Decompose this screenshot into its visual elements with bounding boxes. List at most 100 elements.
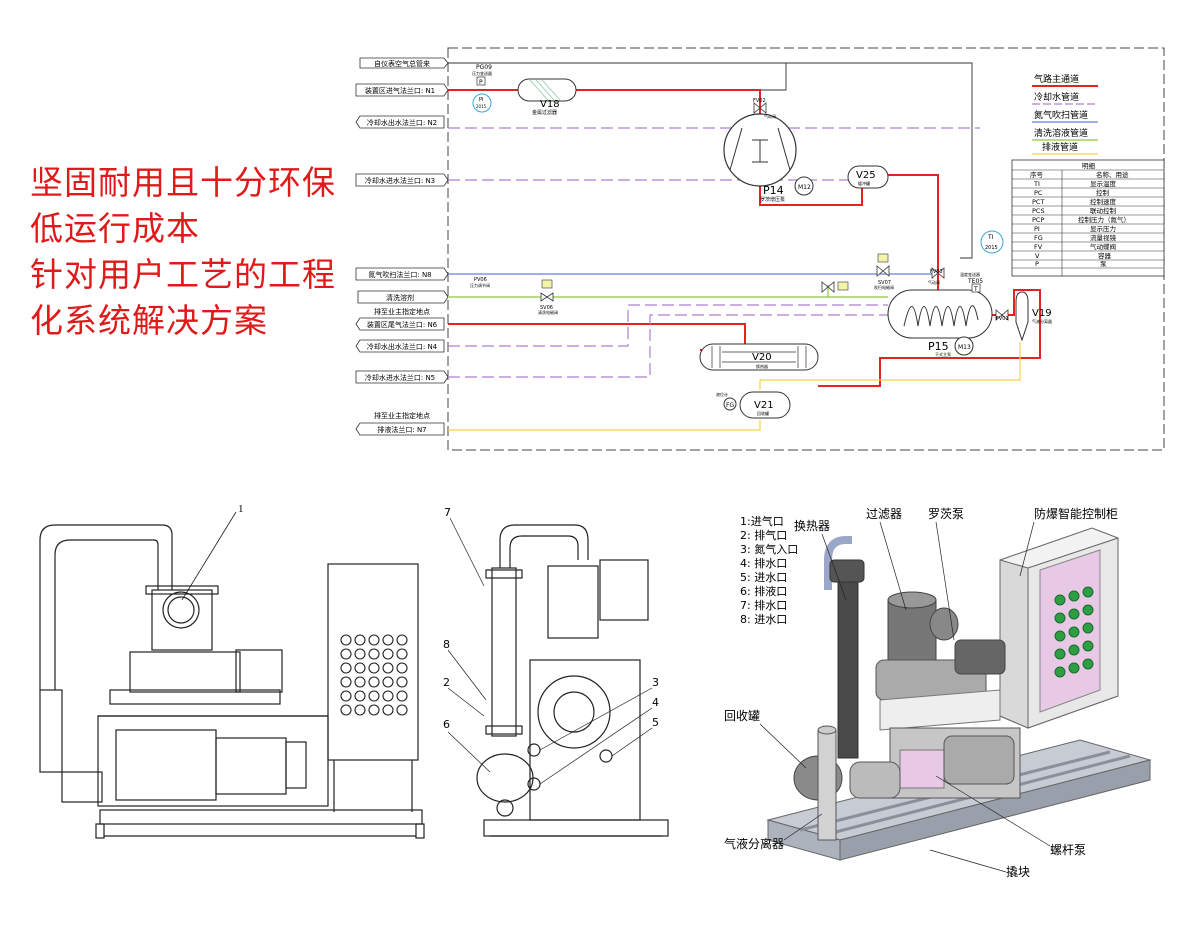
- svg-text:2: 排气口: 2: 排气口: [740, 528, 787, 542]
- svg-text:名称、用途: 名称、用途: [1096, 170, 1129, 179]
- svg-text:SV06: SV06: [540, 305, 553, 311]
- svg-text:7: 7: [444, 506, 451, 519]
- svg-text:V: V: [1035, 252, 1040, 260]
- svg-text:P15: P15: [928, 340, 949, 353]
- vent-hole: [396, 662, 408, 674]
- vent-hole: [396, 690, 408, 702]
- svg-text:1: 1: [238, 503, 244, 515]
- svg-text:PI: PI: [479, 97, 484, 103]
- sv07-valve: SV07 吹扫电磁阀: [874, 253, 894, 290]
- svg-text:冷却水出水法兰口: N2: 冷却水出水法兰口: N2: [367, 118, 437, 127]
- v19-separator: V19 气液分离器: [1015, 291, 1052, 342]
- pg09-gauge: PG09 压力变送器 P: [472, 64, 492, 86]
- port-n3: 冷却水进水法兰口: N3: [355, 173, 449, 187]
- vent-hole: [354, 676, 366, 688]
- vent-hole: [354, 634, 366, 646]
- svg-text:2015: 2015: [985, 245, 998, 251]
- svg-text:4: 4: [652, 696, 659, 709]
- slogan: 坚固耐用且十分环保 低运行成本 针对用户工艺的工程 化系统解决方案: [30, 160, 336, 344]
- solenoid-valve-cluster: [821, 281, 849, 293]
- svg-text:气动阀: 气动阀: [928, 279, 940, 285]
- svg-text:PI: PI: [1034, 225, 1040, 233]
- svg-text:FV03: FV03: [930, 269, 943, 275]
- svg-text:V20: V20: [752, 352, 772, 363]
- vent-hole: [396, 648, 408, 660]
- vent-hole: [340, 662, 352, 674]
- equipment: V18 金属过滤器 P14 罗茨增压泵 M12 V25 缓冲罐: [517, 78, 1052, 419]
- vent-hole: [1068, 608, 1080, 620]
- svg-text:金属过滤器: 金属过滤器: [532, 109, 557, 116]
- vent-hole: [368, 648, 380, 660]
- svg-text:2: 2: [443, 676, 450, 689]
- svg-text:回收罐: 回收罐: [757, 410, 769, 416]
- svg-text:1:进气口: 1:进气口: [740, 514, 784, 528]
- svg-text:TI: TI: [1033, 180, 1040, 188]
- vent-hole: [1068, 644, 1080, 656]
- svg-text:干式主泵: 干式主泵: [935, 351, 951, 357]
- vent-hole: [382, 676, 394, 688]
- pipe-legend: 气路主通道 冷却水管道 氮气吹扫管道 清洗溶液管道 排液管道: [1032, 73, 1098, 155]
- p14-desc: 罗茨增压泵: [760, 196, 785, 203]
- port-n7: 排液法兰口: N7: [355, 422, 445, 436]
- vent-hole: [382, 648, 394, 660]
- svg-text:冷却水出水法兰口: N4: 冷却水出水法兰口: N4: [367, 342, 438, 351]
- ti-indicator: TI 2015: [980, 230, 1004, 254]
- vent-hole: [1054, 648, 1066, 660]
- svg-text:2015: 2015: [476, 104, 487, 109]
- svg-text:FV02: FV02: [753, 98, 766, 104]
- svg-text:FV01: FV01: [996, 316, 1009, 322]
- svg-text:FG: FG: [726, 402, 734, 409]
- vent-hole: [1068, 626, 1080, 638]
- svg-text:压力变送器: 压力变送器: [472, 70, 492, 76]
- svg-text:V19: V19: [1032, 308, 1052, 319]
- svg-text:压力调节阀: 压力调节阀: [470, 282, 490, 288]
- vent-hole: [354, 704, 366, 716]
- p15-dry-pump: P15 干式主泵 M13: [887, 289, 993, 357]
- svg-text:3: 3: [652, 676, 659, 689]
- svg-text:M12: M12: [798, 184, 811, 191]
- svg-text:气液分离器: 气液分离器: [724, 836, 784, 851]
- svg-text:缓冲罐: 缓冲罐: [858, 180, 870, 186]
- iso-view-legend: 1:进气口 2: 排气口 3: 氮气入口 4: 排水口 5: 进水口 6: 排液…: [740, 514, 798, 626]
- side-view-drawing: [476, 524, 669, 837]
- note-bottom: 排至业主指定地点: [374, 411, 430, 420]
- svg-text:PV06: PV06: [474, 277, 487, 283]
- svg-text:排液法兰口: N7: 排液法兰口: N7: [377, 425, 426, 434]
- svg-text:V18: V18: [540, 99, 560, 110]
- vent-hole: [340, 634, 352, 646]
- vent-hole: [1082, 658, 1094, 670]
- vent-hole: [1068, 590, 1080, 602]
- v25-buffer: V25 缓冲罐: [847, 165, 889, 189]
- vent-hole: [340, 676, 352, 688]
- vent-hole: [1054, 594, 1066, 606]
- vent-hole: [368, 704, 380, 716]
- svg-text:PC: PC: [1034, 189, 1043, 197]
- svg-text:PCS: PCS: [1032, 207, 1045, 215]
- svg-text:V21: V21: [754, 400, 774, 411]
- svg-text:TE05: TE05: [967, 278, 983, 285]
- svg-text:换热器: 换热器: [794, 519, 830, 533]
- vent-hole: [382, 690, 394, 702]
- svg-text:PCT: PCT: [1032, 198, 1044, 206]
- svg-text:PG09: PG09: [476, 64, 492, 71]
- slogan-line: 针对用户工艺的工程: [30, 255, 336, 294]
- v18-filter: V18 金属过滤器: [517, 78, 577, 116]
- note-top: 排至业主指定地点: [374, 307, 430, 316]
- vent-hole: [354, 648, 366, 660]
- svg-text:冷却水管道: 冷却水管道: [1034, 91, 1079, 103]
- svg-text:显示温度: 显示温度: [1090, 179, 1117, 188]
- svg-text:8: 8: [443, 638, 450, 651]
- vent-hole: [368, 690, 380, 702]
- fv02-valve: FV02 气动阀: [753, 98, 776, 119]
- vent-hole: [340, 648, 352, 660]
- vent-hole: [382, 704, 394, 716]
- svg-text:FG: FG: [1034, 234, 1043, 242]
- svg-text:排液管道: 排液管道: [1042, 141, 1078, 153]
- table-title: 明细: [1082, 161, 1096, 170]
- svg-text:清洗电磁阀: 清洗电磁阀: [538, 309, 558, 315]
- port-n8: 氮气吹扫法兰口: N8: [355, 267, 449, 281]
- pi-indicator: PI 2015: [472, 93, 492, 113]
- svg-text:清洗溶剂: 清洗溶剂: [386, 293, 414, 302]
